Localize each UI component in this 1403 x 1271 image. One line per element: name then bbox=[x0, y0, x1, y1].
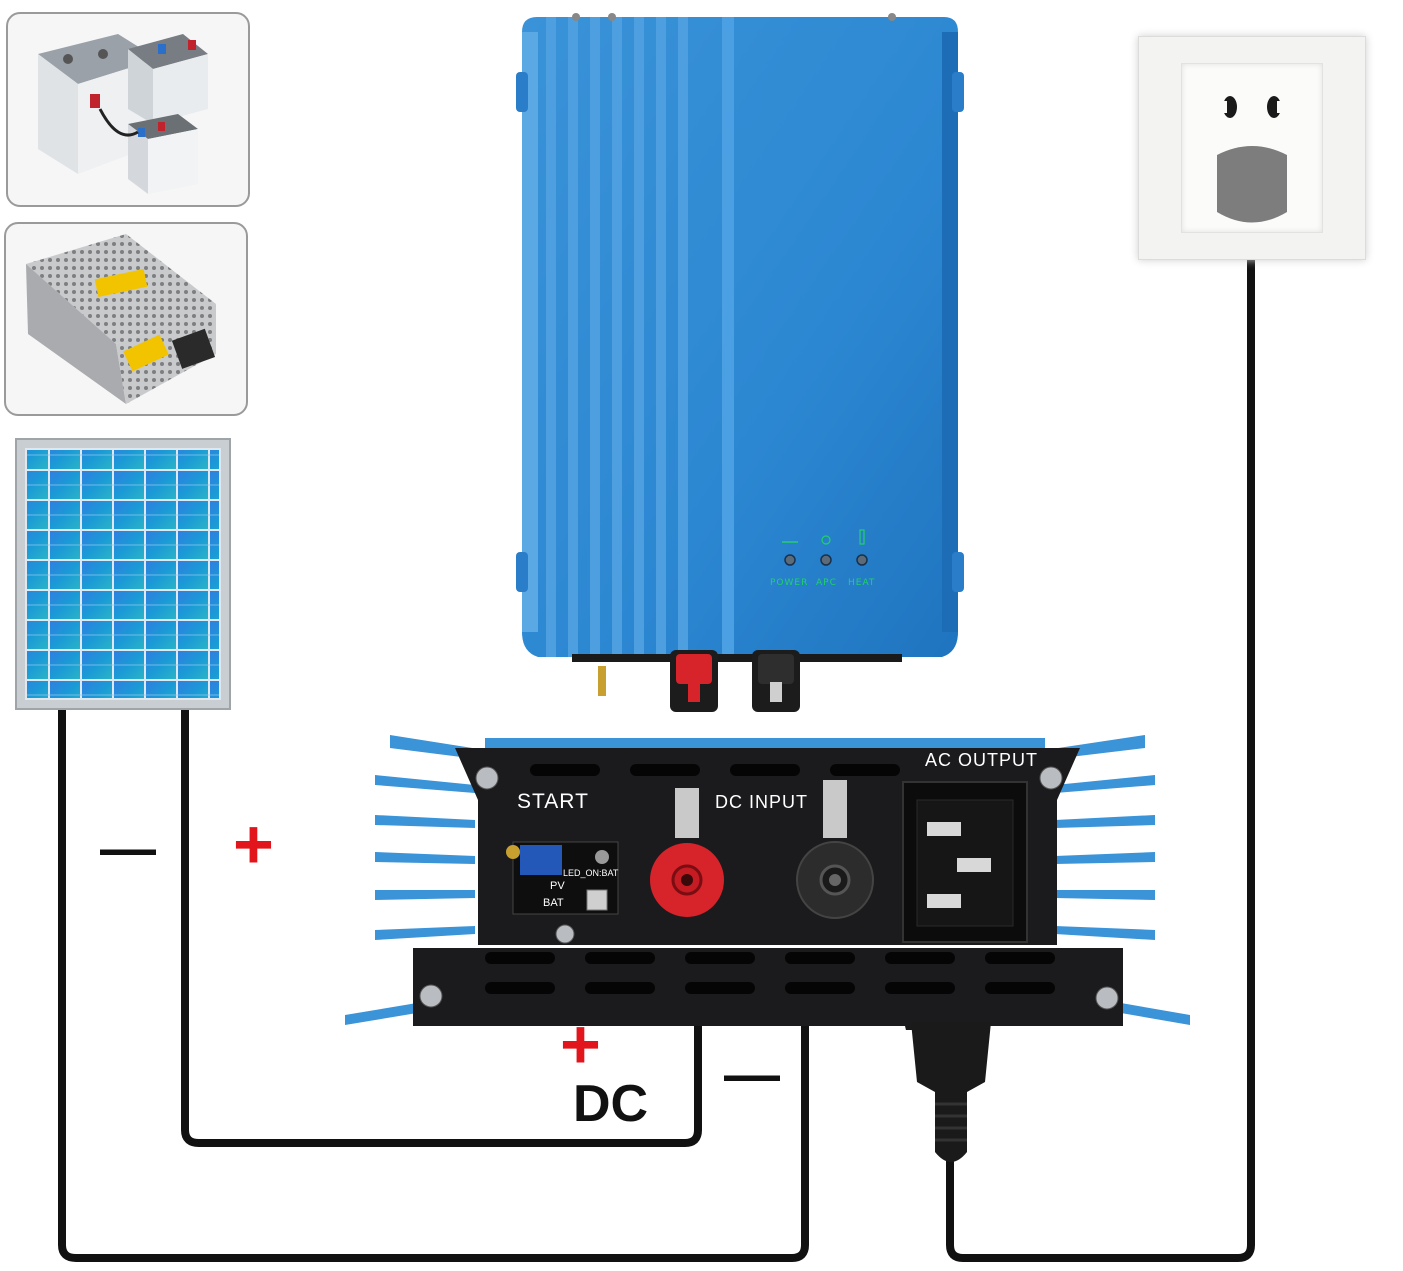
solar-plus-label: + bbox=[233, 805, 274, 883]
dc-minus-label: — bbox=[724, 1042, 780, 1105]
socket-icon bbox=[1217, 96, 1287, 223]
pv-label: PV bbox=[550, 880, 565, 892]
solar-panel-icon bbox=[25, 448, 221, 700]
dc-plus-label: + bbox=[560, 1005, 601, 1083]
led-label-apc: APC bbox=[816, 578, 837, 588]
led-label-power: POWER bbox=[770, 578, 809, 588]
power-supply-icon bbox=[26, 234, 216, 404]
ac-power-cord bbox=[946, 225, 1255, 1262]
start-label: START bbox=[517, 790, 589, 813]
inverter-front-panel: START DC INPUT AC OUTPUT LED_ON:BAT PV B… bbox=[345, 730, 1190, 1030]
power-supply-thumbnail bbox=[4, 222, 248, 416]
solar-minus-label: — bbox=[100, 816, 156, 879]
bat-label: BAT bbox=[543, 897, 564, 909]
battery-thumbnail bbox=[6, 12, 250, 207]
ac-plug bbox=[905, 1022, 997, 1172]
wall-outlet bbox=[1138, 36, 1366, 260]
plug-icon bbox=[911, 1022, 991, 1162]
dc-label: DC bbox=[573, 1075, 649, 1133]
inverter-panel-icon bbox=[345, 735, 1190, 1030]
ac-output-label: AC OUTPUT bbox=[925, 750, 1039, 770]
inverter-body-icon bbox=[516, 13, 964, 712]
led-on-bat-label: LED_ON:BAT bbox=[563, 868, 619, 878]
battery-bank-icon bbox=[38, 34, 208, 194]
dc-input-label: DC INPUT bbox=[715, 792, 808, 812]
solar-panel bbox=[15, 438, 231, 710]
led-label-heat: HEAT bbox=[848, 578, 876, 588]
inverter-top-view: POWER APC HEAT bbox=[512, 12, 968, 722]
